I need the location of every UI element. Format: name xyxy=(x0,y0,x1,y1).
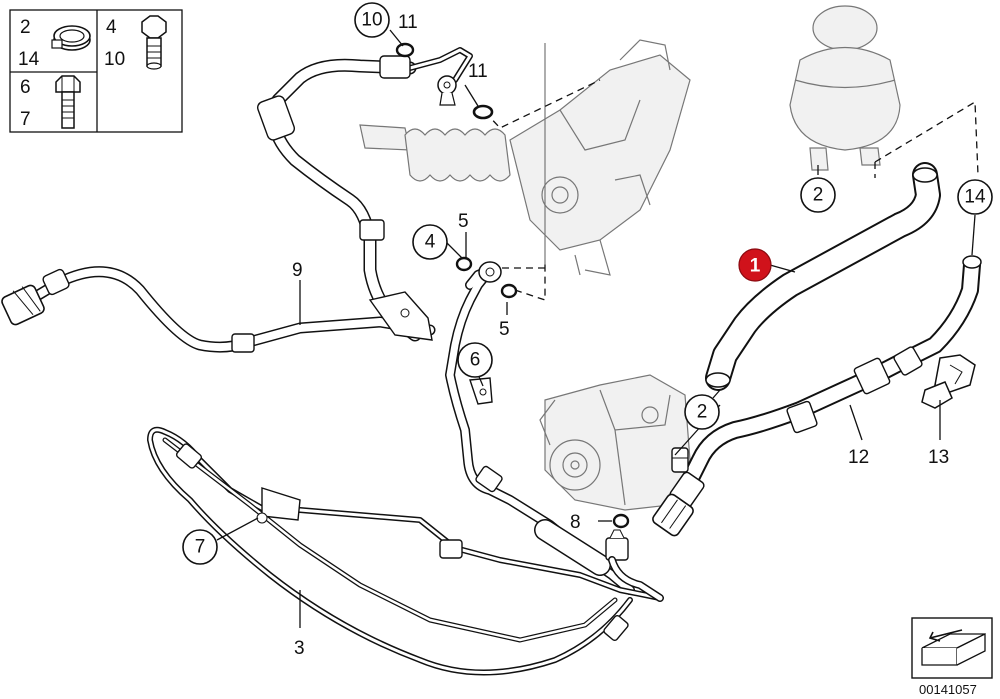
label-5-upper[interactable]: 5 xyxy=(458,211,469,232)
bracket-6 xyxy=(469,377,493,405)
legend-number-4: 4 xyxy=(106,17,117,38)
parts-legend: 2 14 4 10 6 7 xyxy=(9,9,183,133)
callout-14[interactable]: 14 xyxy=(957,179,993,215)
callout-6[interactable]: 6 xyxy=(457,342,493,378)
label-12[interactable]: 12 xyxy=(848,447,869,468)
callout-7[interactable]: 7 xyxy=(182,529,218,565)
legend-number-2: 2 xyxy=(20,17,31,38)
hex-bolt-icon xyxy=(55,75,81,129)
steering-rack-ghost xyxy=(359,39,691,276)
svg-text:14: 14 xyxy=(964,187,986,208)
bracket-9 xyxy=(368,291,433,341)
label-13[interactable]: 13 xyxy=(928,447,949,468)
label-5-lower[interactable]: 5 xyxy=(499,319,510,340)
bracket-7 xyxy=(256,487,301,524)
diagram-code: 00141057 xyxy=(919,682,977,697)
pump-inlet-fitting xyxy=(671,447,689,473)
legend-number-14: 14 xyxy=(18,49,40,70)
legend-number-7: 7 xyxy=(20,109,31,130)
pump-ghost xyxy=(539,374,691,511)
svg-text:7: 7 xyxy=(195,537,206,558)
pump-outlet-fitting xyxy=(605,529,629,561)
sealing-ring-5b xyxy=(500,283,518,299)
callout-2-top[interactable]: 2 xyxy=(800,177,836,213)
svg-text:2: 2 xyxy=(697,402,708,423)
svg-text:10: 10 xyxy=(361,10,382,31)
legend-number-10: 10 xyxy=(104,49,125,70)
hose-12[interactable] xyxy=(651,255,982,538)
hose-12-end-fitting xyxy=(652,471,705,537)
hose-9-end-fitting xyxy=(1,268,70,326)
sealing-ring-5a xyxy=(455,256,473,272)
pressure-line[interactable] xyxy=(445,261,635,595)
arrow-frame-icon[interactable] xyxy=(911,617,993,679)
legend-number-6: 6 xyxy=(20,77,31,98)
label-9[interactable]: 9 xyxy=(292,260,303,281)
return-line-sleeve xyxy=(359,219,385,241)
hose-clamp-13[interactable] xyxy=(921,354,976,409)
sealing-ring-10 xyxy=(395,42,415,58)
hose-9[interactable] xyxy=(0,266,436,353)
hose-9-sleeve xyxy=(231,333,255,353)
rack-return-line[interactable] xyxy=(256,47,473,342)
label-11-top[interactable]: 11 xyxy=(398,12,418,33)
hose-3[interactable] xyxy=(147,426,664,676)
banjo-fitting-mid xyxy=(478,261,502,283)
callout-4[interactable]: 4 xyxy=(412,224,448,260)
label-11-mid[interactable]: 11 xyxy=(468,61,488,82)
sealing-ring-8 xyxy=(612,513,630,529)
hose-clamp-icon xyxy=(51,25,91,51)
label-3[interactable]: 3 xyxy=(294,638,305,659)
callout-2-mid[interactable]: 2 xyxy=(684,394,720,430)
leader-lines xyxy=(216,29,976,628)
hose-1[interactable] xyxy=(705,162,941,391)
label-8[interactable]: 8 xyxy=(570,512,581,533)
reservoir-ghost xyxy=(789,5,901,171)
callout-1-highlighted[interactable]: 1 xyxy=(738,248,772,282)
hollow-bolt-icon xyxy=(141,15,167,70)
svg-text:4: 4 xyxy=(425,232,436,253)
banjo-fitting-top xyxy=(437,75,457,106)
callout-10[interactable]: 10 xyxy=(354,2,390,38)
svg-text:1: 1 xyxy=(750,256,761,277)
svg-text:6: 6 xyxy=(470,350,481,371)
sealing-ring-11 xyxy=(472,104,494,120)
svg-text:2: 2 xyxy=(813,185,824,206)
reference-lines xyxy=(484,79,979,301)
